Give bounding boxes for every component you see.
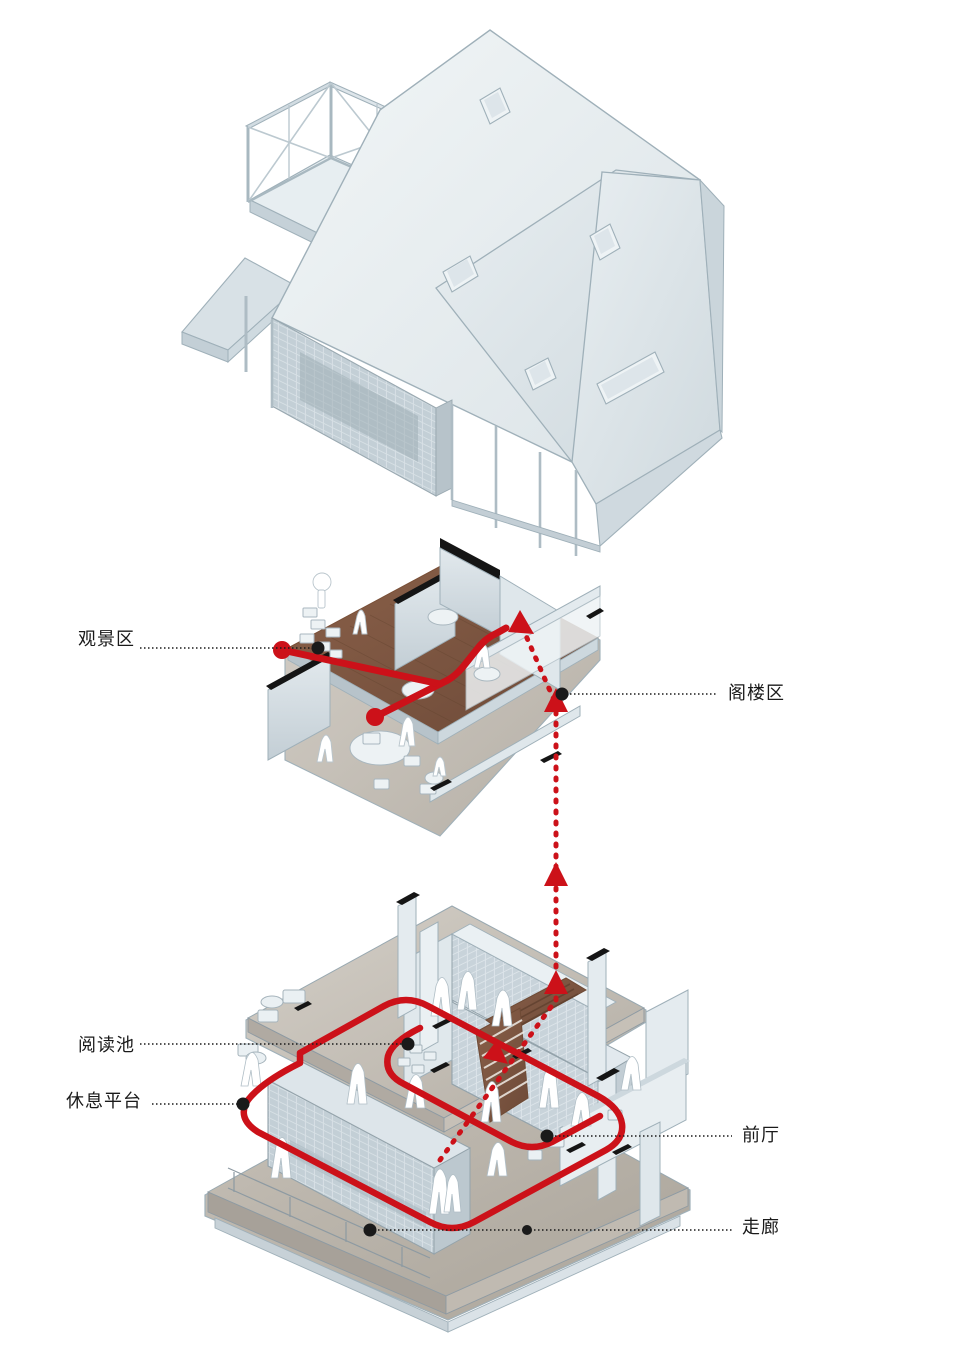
attic-path-node-b — [366, 708, 384, 726]
leader-dot-corridor — [363, 1223, 377, 1237]
label-leader-lines — [140, 641, 732, 1237]
roof-right-wall — [595, 429, 723, 548]
leader-dot-attic-area — [555, 687, 569, 701]
attic-balustrade — [429, 585, 601, 803]
vertical-circulation-dots — [517, 619, 559, 1003]
label-viewing-area: 观景区 — [78, 629, 135, 650]
leader-dot-rest-platform — [236, 1097, 250, 1111]
leader-dot-front-hall — [540, 1129, 554, 1143]
label-rest-platform: 休息平台 — [66, 1091, 142, 1112]
leader-dot-viewing-area — [311, 641, 325, 655]
ground-left-railing — [227, 1167, 431, 1279]
leader-dot-reading-pool — [401, 1037, 415, 1051]
stair-circulation-dots — [437, 997, 559, 1163]
roof-volume — [181, 29, 725, 556]
attic-occupants — [312, 572, 491, 777]
label-front-hall: 前厅 — [742, 1125, 780, 1146]
leader-dot-secondary-corridor — [522, 1225, 532, 1235]
label-reading-pool: 阅读池 — [78, 1035, 135, 1056]
label-corridor: 走廊 — [742, 1217, 780, 1238]
ground-occupants — [240, 971, 642, 1215]
label-attic-area: 阁楼区 — [728, 683, 785, 704]
attic-path-node-a — [273, 641, 291, 659]
circulation-arrowheads — [483, 610, 568, 1064]
